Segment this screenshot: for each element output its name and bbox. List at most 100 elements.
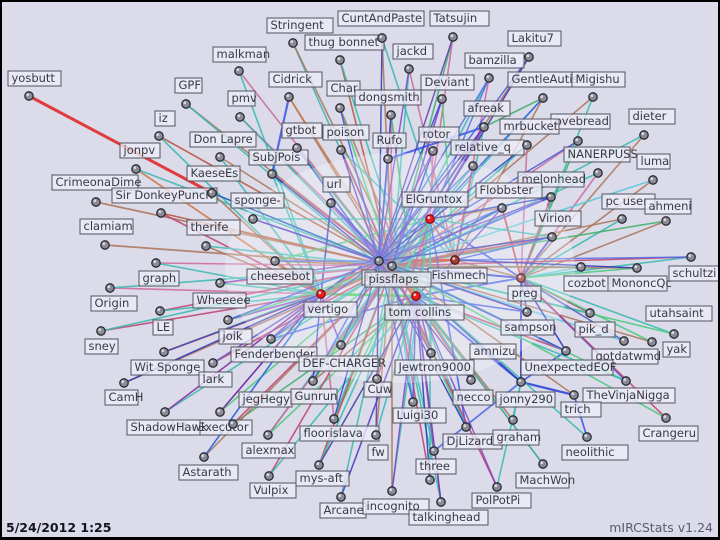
node-dot-cidrick [284, 92, 294, 102]
node-label-gpf: GPF [174, 77, 203, 94]
label-box-joik [218, 328, 253, 345]
node-dot-relative-q [468, 161, 478, 171]
node-dot-thevinjanigga [621, 376, 631, 386]
node-dot-highlight-mys-aft [316, 462, 320, 466]
node-dot-highlight-camh [121, 380, 125, 384]
node-dot-alexmax [263, 430, 273, 440]
node-dot-pvebread [573, 136, 583, 146]
label-text-url: url [327, 177, 342, 191]
node-dot-le [155, 306, 165, 316]
label-text-pmv: pmv [232, 91, 258, 105]
node-dot-highlight-preg [518, 275, 522, 279]
edge-r-cuntandpaste [378, 37, 383, 262]
node-label-don-lapre: Don Lapre [189, 131, 257, 148]
node-dot-shadowhawk [160, 407, 170, 417]
edge-pc-user-preg [520, 218, 623, 279]
node-label-cozbot: cozbot [563, 275, 611, 292]
label-box-graham [492, 429, 540, 446]
node-dot-highlight-pvebread [575, 138, 579, 142]
node-label-origin: Origin [90, 295, 138, 312]
node-dot-cuw [372, 374, 382, 384]
label-box-necco [452, 389, 494, 406]
node-label-amnizu: amnizu [469, 343, 517, 360]
label-box-pik-d [574, 321, 616, 338]
node-dot-lark [208, 358, 218, 368]
node-dot-graph [151, 258, 161, 268]
label-text-def-charger: DEF-CHARGER [303, 356, 387, 370]
edge-r-fw [375, 260, 380, 436]
node-dot-highlight-yosbutt [26, 93, 30, 97]
node-dot-highlight-fw [373, 432, 377, 436]
label-text-jeghegy: jegHegy [242, 392, 291, 406]
node-dot-rufo [383, 154, 393, 164]
node-dot-highlight-deviant [439, 96, 443, 100]
node-label-tatsujin: Tatsujin [429, 10, 490, 27]
node-label-pik-d: pik_d [574, 321, 616, 338]
label-text-dongsmith: dongsmith [359, 90, 420, 104]
label-text-gunrun: Gunrun [295, 389, 338, 403]
label-text-thug-bonnet: thug bonnet [309, 35, 380, 49]
label-box-alexmax [241, 442, 296, 459]
edge-r-fenderbender [270, 260, 380, 340]
node-dot-luma [648, 175, 658, 185]
edge-origin-vertigo [109, 287, 322, 295]
node-label-graph: graph [138, 270, 180, 287]
node-dot-clamiam [100, 240, 110, 250]
edge-ahmeni-preg [520, 220, 667, 279]
node-dot-floorislava [329, 414, 339, 424]
node-label-cuw: Cuw [363, 381, 392, 398]
node-dot-mys-aft [314, 460, 324, 470]
label-text-preg: preg [512, 286, 538, 300]
node-label-necco: necco [452, 389, 494, 406]
label-text-origin: Origin [95, 296, 130, 310]
edge-iz-vertigo [158, 135, 322, 295]
node-dot-highlight-cheesebot [272, 258, 276, 262]
node-dot-highlight-malkman [236, 68, 240, 72]
label-text-pvebread: pvebread [555, 114, 609, 128]
node-label-virion: Virion [534, 210, 582, 227]
label-box-kaesees [186, 165, 241, 182]
label-box-thevinjanigga [582, 387, 676, 404]
node-label-gtbot: gtbot [281, 122, 323, 139]
node-dot-cuntandpaste [377, 33, 387, 43]
node-dot-lakitu7 [524, 52, 534, 62]
edge-mononcqc-preg [520, 267, 638, 279]
label-box-origin [90, 295, 138, 312]
label-text-don-lapre: Don Lapre [194, 132, 253, 146]
label-text-vulpix: Vulpix [254, 483, 289, 497]
node-dot-neolithic [582, 432, 592, 442]
node-label-elgruntox: ElGruntox [401, 191, 469, 208]
node-label-char: Char [326, 80, 361, 97]
node-label-malkman: malkman [212, 46, 270, 63]
node-label-gentleautist: GentleAutist [507, 71, 595, 88]
label-text-utahsaint: utahsaint [650, 306, 705, 320]
label-text-sampson: sampson [505, 320, 557, 334]
node-dot-therife [201, 241, 211, 251]
node-label-crangeru: Crangeru [638, 425, 699, 442]
node-dot-highlight-crangeru [663, 415, 667, 419]
node-label-fenderbender: Fenderbender [230, 346, 318, 363]
label-box-fw [367, 444, 389, 461]
label-box-gunrun [290, 388, 338, 405]
node-dot-highlight-neolithic [584, 434, 588, 438]
node-label-deviant: Deviant [420, 74, 475, 91]
label-box-le [152, 319, 174, 336]
label-box-sampson [500, 319, 555, 336]
node-label-vertigo: vertigo [303, 301, 358, 318]
label-box-virion [534, 210, 582, 227]
label-text-sponge-: sponge- [235, 193, 281, 207]
label-box-subjpois [248, 149, 309, 166]
label-text-le: LE [157, 320, 171, 334]
node-dot-highlight-jewtron9000 [428, 350, 432, 354]
label-text-vertigo: vertigo [308, 302, 349, 316]
label-box-afreak [463, 100, 511, 117]
node-dot-highlight-lark [210, 360, 214, 364]
label-text-necco: necco [457, 390, 491, 404]
edge-wheeeee-vertigo [219, 282, 322, 295]
node-dot-highlight-yak [649, 339, 653, 343]
node-label-mrbucket: mrbucket [499, 118, 560, 135]
label-text-crangeru: Crangeru [643, 426, 697, 440]
node-dot-kaesees [207, 188, 217, 198]
label-text-jonny290: jonny290 [499, 392, 554, 406]
node-label-dieter: dieter [628, 108, 676, 125]
